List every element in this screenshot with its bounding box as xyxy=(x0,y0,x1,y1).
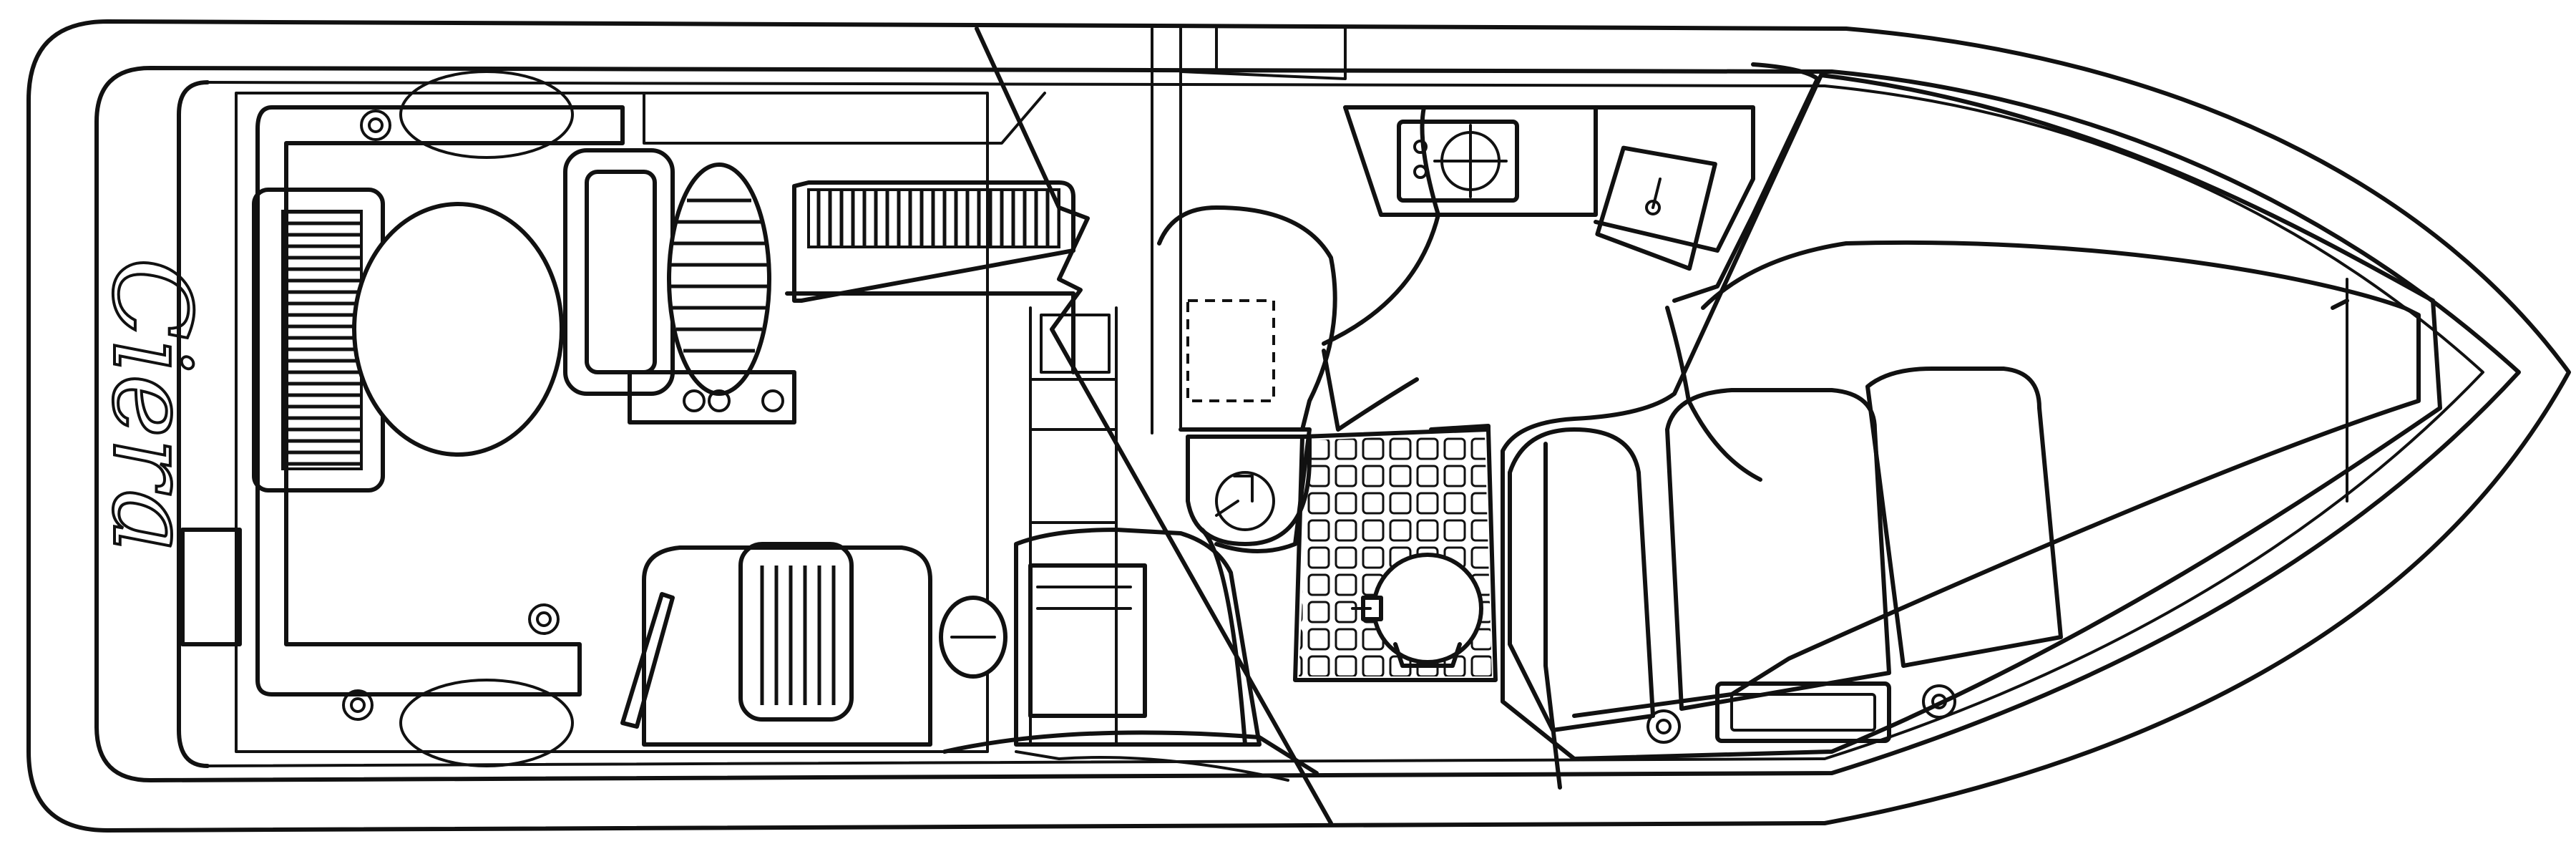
galley-stove xyxy=(1343,105,1598,217)
cleat-icon xyxy=(342,689,374,721)
knob-icon xyxy=(1413,140,1428,154)
toilet-icon xyxy=(1186,435,1312,546)
side-hatch xyxy=(399,679,574,767)
galley-sink xyxy=(1594,105,1755,271)
hull-brand-label: Ciera xyxy=(89,258,213,553)
steering-wheel-icon xyxy=(939,596,1008,679)
swim-ladder xyxy=(180,528,242,646)
knob-icon xyxy=(1413,165,1428,179)
forward-hatch xyxy=(1715,681,1891,743)
berth-cushion xyxy=(1508,427,1655,732)
berth-cushion xyxy=(1865,367,2063,668)
windshield xyxy=(1200,528,1247,747)
cup-holder-icon xyxy=(528,603,560,635)
vanity-sink xyxy=(1157,205,1337,432)
head-floor-grate xyxy=(1293,427,1498,682)
faucet-icon xyxy=(1645,200,1661,215)
shower-drain-icon xyxy=(1372,553,1483,664)
side-hatch xyxy=(399,70,574,159)
cleat-icon xyxy=(360,110,391,141)
helm-seat xyxy=(620,542,932,747)
cleat-icon xyxy=(1646,709,1681,744)
cockpit-table xyxy=(352,202,564,457)
companionway xyxy=(975,26,1333,825)
hull xyxy=(26,19,2571,833)
cleat-icon xyxy=(1922,684,1956,719)
cabin xyxy=(1151,27,2442,790)
companion-seat xyxy=(563,148,796,424)
cockpit xyxy=(235,70,1319,782)
berth-cushion xyxy=(1665,388,1891,711)
v-berth xyxy=(1501,73,2442,761)
bow-rail xyxy=(2331,299,2349,310)
transom: Ciera xyxy=(87,256,242,646)
